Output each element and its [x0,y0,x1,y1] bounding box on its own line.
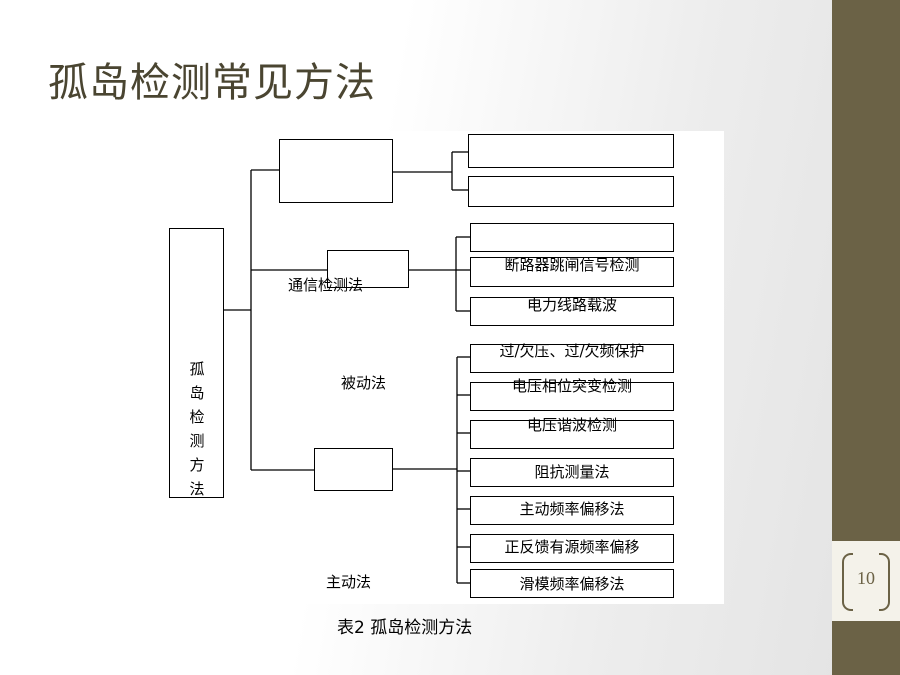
leaf-pfd-label: 正反馈有源频率偏移 [504,538,640,556]
leaf-plc-label: 电力线路载波 [526,296,617,314]
branch-communication-label: 通信检测法 [288,276,364,294]
slide-title: 孤岛检测常见方法 [48,60,376,106]
root-label: 孤 岛 检 测 方 法 [187,357,207,501]
leaf-impedance-label: 阻抗测量法 [534,463,610,481]
leaf-breaker-box [470,257,674,287]
leaf-harmonic-box [470,420,674,449]
leaf-phase-box [470,382,674,411]
root-box [169,228,224,498]
leaf-ovuv-box [470,344,674,373]
leaf-plc-box [470,297,674,326]
leaf-smd-label: 滑模频率偏移法 [519,575,625,593]
root-char: 法 [189,480,205,498]
leaf-smd-box [470,569,674,598]
root-char: 岛 [189,384,205,402]
empty-leaf-box [468,176,674,207]
empty-leaf-box [470,223,674,252]
bracket-left [842,553,853,611]
leaf-harmonic-label: 电压谐波检测 [526,416,617,434]
bracket-right [879,553,890,611]
empty-leaf-box [468,134,674,168]
lower-category-box [314,448,393,491]
leaf-phase-label: 电压相位突变检测 [511,377,632,395]
leaf-afd-box [470,496,674,525]
upper-category-box [279,139,393,203]
page-number-badge: 10 [832,541,900,621]
communication-box [327,250,409,288]
figure-caption: 表2 孤岛检测方法 [337,618,473,638]
root-char: 测 [189,432,205,450]
leaf-pfd-box [470,534,674,563]
leaf-breaker-label: 断路器跳闸信号检测 [504,256,640,274]
root-char: 方 [189,456,205,474]
branch-active-label: 主动法 [326,573,372,591]
diagram-canvas [165,131,724,604]
leaf-impedance-box [470,458,674,487]
leaf-ovuv-label: 过/欠压、过/欠频保护 [499,342,645,360]
branch-passive-label: 被动法 [341,374,387,392]
page-number: 10 [857,568,875,588]
leaf-afd-label: 主动频率偏移法 [519,500,625,518]
root-char: 检 [189,408,205,426]
root-char: 孤 [189,360,205,378]
